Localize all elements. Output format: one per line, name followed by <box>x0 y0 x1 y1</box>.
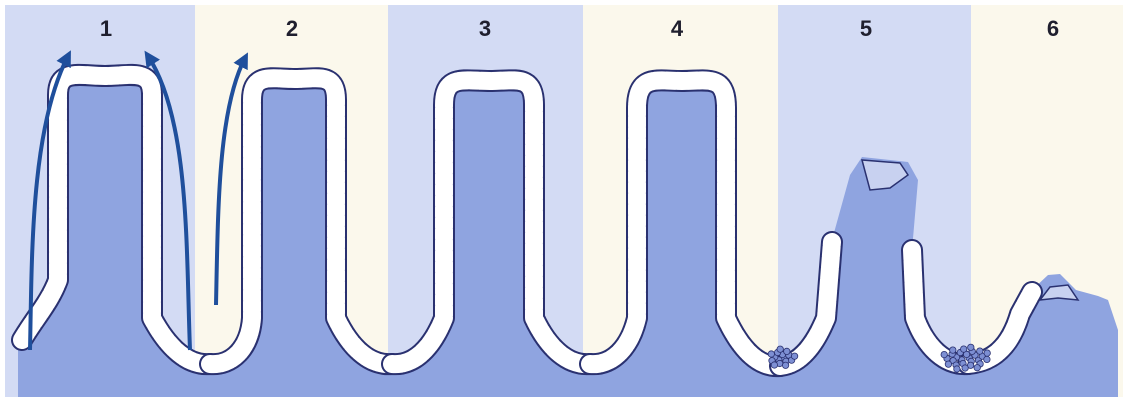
stage-label-3: 3 <box>479 16 491 41</box>
cell-debris-icon <box>791 353 797 359</box>
stage-label-4: 4 <box>671 16 684 41</box>
stage-label-2: 2 <box>286 16 298 41</box>
cell-debris-icon <box>968 344 974 350</box>
cell-debris-icon <box>941 351 947 357</box>
cell-debris-icon <box>962 365 968 371</box>
cell-debris-icon <box>945 361 951 367</box>
stage-label-5: 5 <box>860 16 872 41</box>
cell-debris-icon <box>961 346 967 352</box>
cell-debris-icon <box>950 347 956 353</box>
cell-debris-icon <box>984 356 990 362</box>
cell-debris-icon <box>977 348 983 354</box>
cell-debris-icon <box>784 348 790 354</box>
cell-debris-icon <box>771 362 777 368</box>
cell-debris-icon <box>954 366 960 372</box>
stage-label-6: 6 <box>1047 16 1059 41</box>
stage-label-1: 1 <box>100 16 112 41</box>
cell-debris-icon <box>782 362 788 368</box>
cell-debris-icon <box>768 351 774 357</box>
cell-debris-icon <box>984 350 990 356</box>
cell-debris-icon <box>974 365 980 371</box>
cell-debris-icon <box>777 346 783 352</box>
